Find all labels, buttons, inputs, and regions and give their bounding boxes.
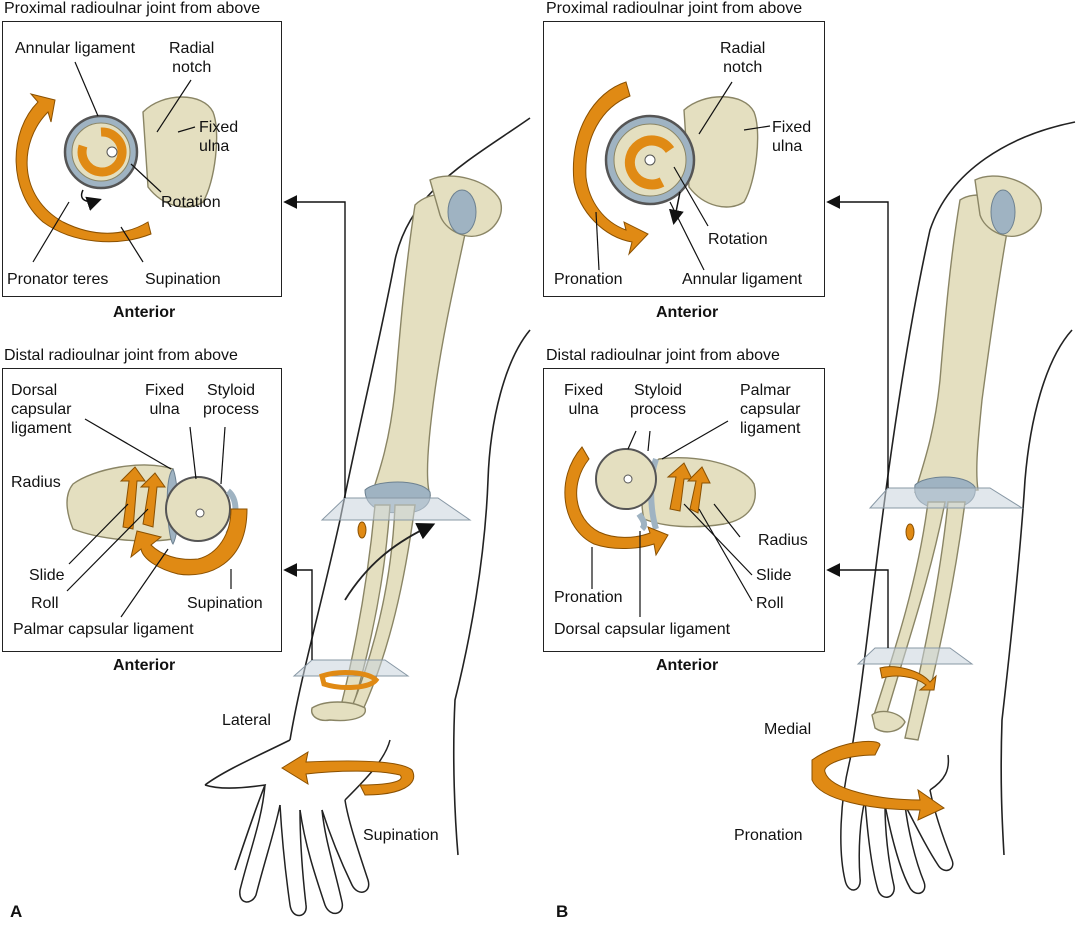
leader-dist-a — [283, 563, 313, 660]
orange-arrows-arm-b — [811, 523, 946, 821]
label-annular-ligament: Annular ligament — [15, 40, 136, 57]
label-supination-arm: Supination — [363, 827, 439, 844]
label-medial: Medial — [764, 721, 812, 738]
distal-joint-b-drawing — [564, 420, 756, 617]
label-radial-notch: Radial notch — [169, 40, 215, 76]
label-lateral: Lateral — [222, 712, 271, 729]
heading-distal-a: Distal radioulnar joint from above — [4, 347, 238, 364]
ulna-b-prox — [683, 96, 759, 208]
label-slide: Slide — [29, 567, 65, 584]
label-fixed-ulna-distal-b: Fixed ulna — [564, 382, 604, 418]
label-rotation: Rotation — [161, 194, 221, 211]
supination-arrow-a — [15, 93, 152, 243]
proximal-joint-b-drawing — [572, 81, 771, 271]
plane-elbow-a — [320, 497, 472, 521]
rotation-arrow-a — [77, 127, 127, 177]
panel-letter-b: B — [556, 902, 569, 921]
label-radius: Radius — [11, 474, 61, 491]
proximal-joint-a-drawing — [15, 61, 218, 263]
label-styloid-process-b: Styloid process — [630, 382, 687, 418]
pronation-arrow-distal-b — [564, 446, 669, 557]
forearm-bones-b — [871, 501, 966, 741]
anterior-label-prox-b: Anterior — [656, 304, 719, 321]
label-annular-ligament-b: Annular ligament — [682, 271, 803, 288]
label-pronation-arm: Pronation — [734, 827, 803, 844]
slide-arrow-b — [666, 462, 693, 512]
leader-prox-a — [283, 195, 346, 498]
label-pronation-b: Pronation — [554, 271, 623, 288]
label-styloid-process: Styloid process — [203, 382, 260, 418]
orange-arrows-arm-a — [281, 521, 415, 796]
label-dorsal-capsular-ligament: Dorsal capsular ligament — [11, 382, 72, 437]
box-distal-b: Fixed ulna Styloid process Palmar capsul… — [543, 368, 825, 652]
arm-b-outline — [849, 121, 1076, 856]
label-radial-notch-b: Radial notch — [720, 40, 766, 76]
pronator-teres-line-a — [344, 522, 436, 601]
label-supination-distal: Supination — [187, 595, 263, 612]
label-supination: Supination — [145, 271, 221, 288]
supination-arrow-distal-a — [130, 508, 248, 576]
label-slide-b: Slide — [756, 567, 792, 584]
label-palmar-capsular-ligament: Palmar capsular ligament — [13, 621, 194, 638]
box-proximal-b: Radial notch Fixed ulna Rotation Pronati… — [543, 21, 825, 297]
box-distal-a: Dorsal capsular ligament Fixed ulna Styl… — [2, 368, 282, 652]
label-roll-b: Roll — [756, 595, 784, 612]
panel-letter-a: A — [10, 902, 23, 921]
label-palmar-capsular-ligament-b: Palmar capsular ligament — [740, 382, 801, 437]
label-radius-b: Radius — [758, 532, 808, 549]
label-fixed-ulna: Fixed ulna — [199, 119, 239, 155]
label-roll: Roll — [31, 595, 59, 612]
label-pronator-teres: Pronator teres — [7, 271, 109, 288]
roll-arrow-b — [686, 466, 711, 514]
plane-wrist-b — [856, 647, 974, 665]
plane-elbow-b — [868, 487, 1024, 509]
humerus-b — [914, 175, 1042, 509]
plane-wrist-a — [292, 659, 410, 677]
label-fixed-ulna-distal: Fixed ulna — [145, 382, 185, 418]
humerus-a — [364, 175, 502, 514]
hand-b — [840, 754, 954, 898]
distal-joint-a-drawing — [66, 418, 248, 618]
box-proximal-a: Annular ligament Radial notch Fixed ulna… — [2, 21, 282, 297]
label-fixed-ulna-b: Fixed ulna — [772, 119, 812, 155]
heading-proximal-a: Proximal radioulnar joint from above — [4, 0, 261, 17]
slide-arrow-a — [119, 466, 146, 530]
anterior-label-prox-a: Anterior — [113, 304, 176, 321]
pronation-arrow-b — [572, 81, 649, 256]
roll-arrow-a — [139, 472, 166, 528]
anterior-label-dist-a: Anterior — [113, 657, 176, 674]
heading-distal-b: Distal radioulnar joint from above — [546, 347, 780, 364]
rotation-arrow-b — [624, 135, 675, 190]
heading-proximal-b: Proximal radioulnar joint from above — [546, 0, 803, 17]
label-rotation-b: Rotation — [708, 231, 768, 248]
label-pronation-distal-b: Pronation — [554, 589, 623, 606]
anterior-label-dist-b: Anterior — [656, 657, 719, 674]
label-dorsal-capsular-ligament-b: Dorsal capsular ligament — [554, 621, 731, 638]
leader-dist-b — [826, 563, 889, 648]
leader-prox-b — [826, 195, 889, 488]
forearm-bones-a — [311, 504, 416, 722]
